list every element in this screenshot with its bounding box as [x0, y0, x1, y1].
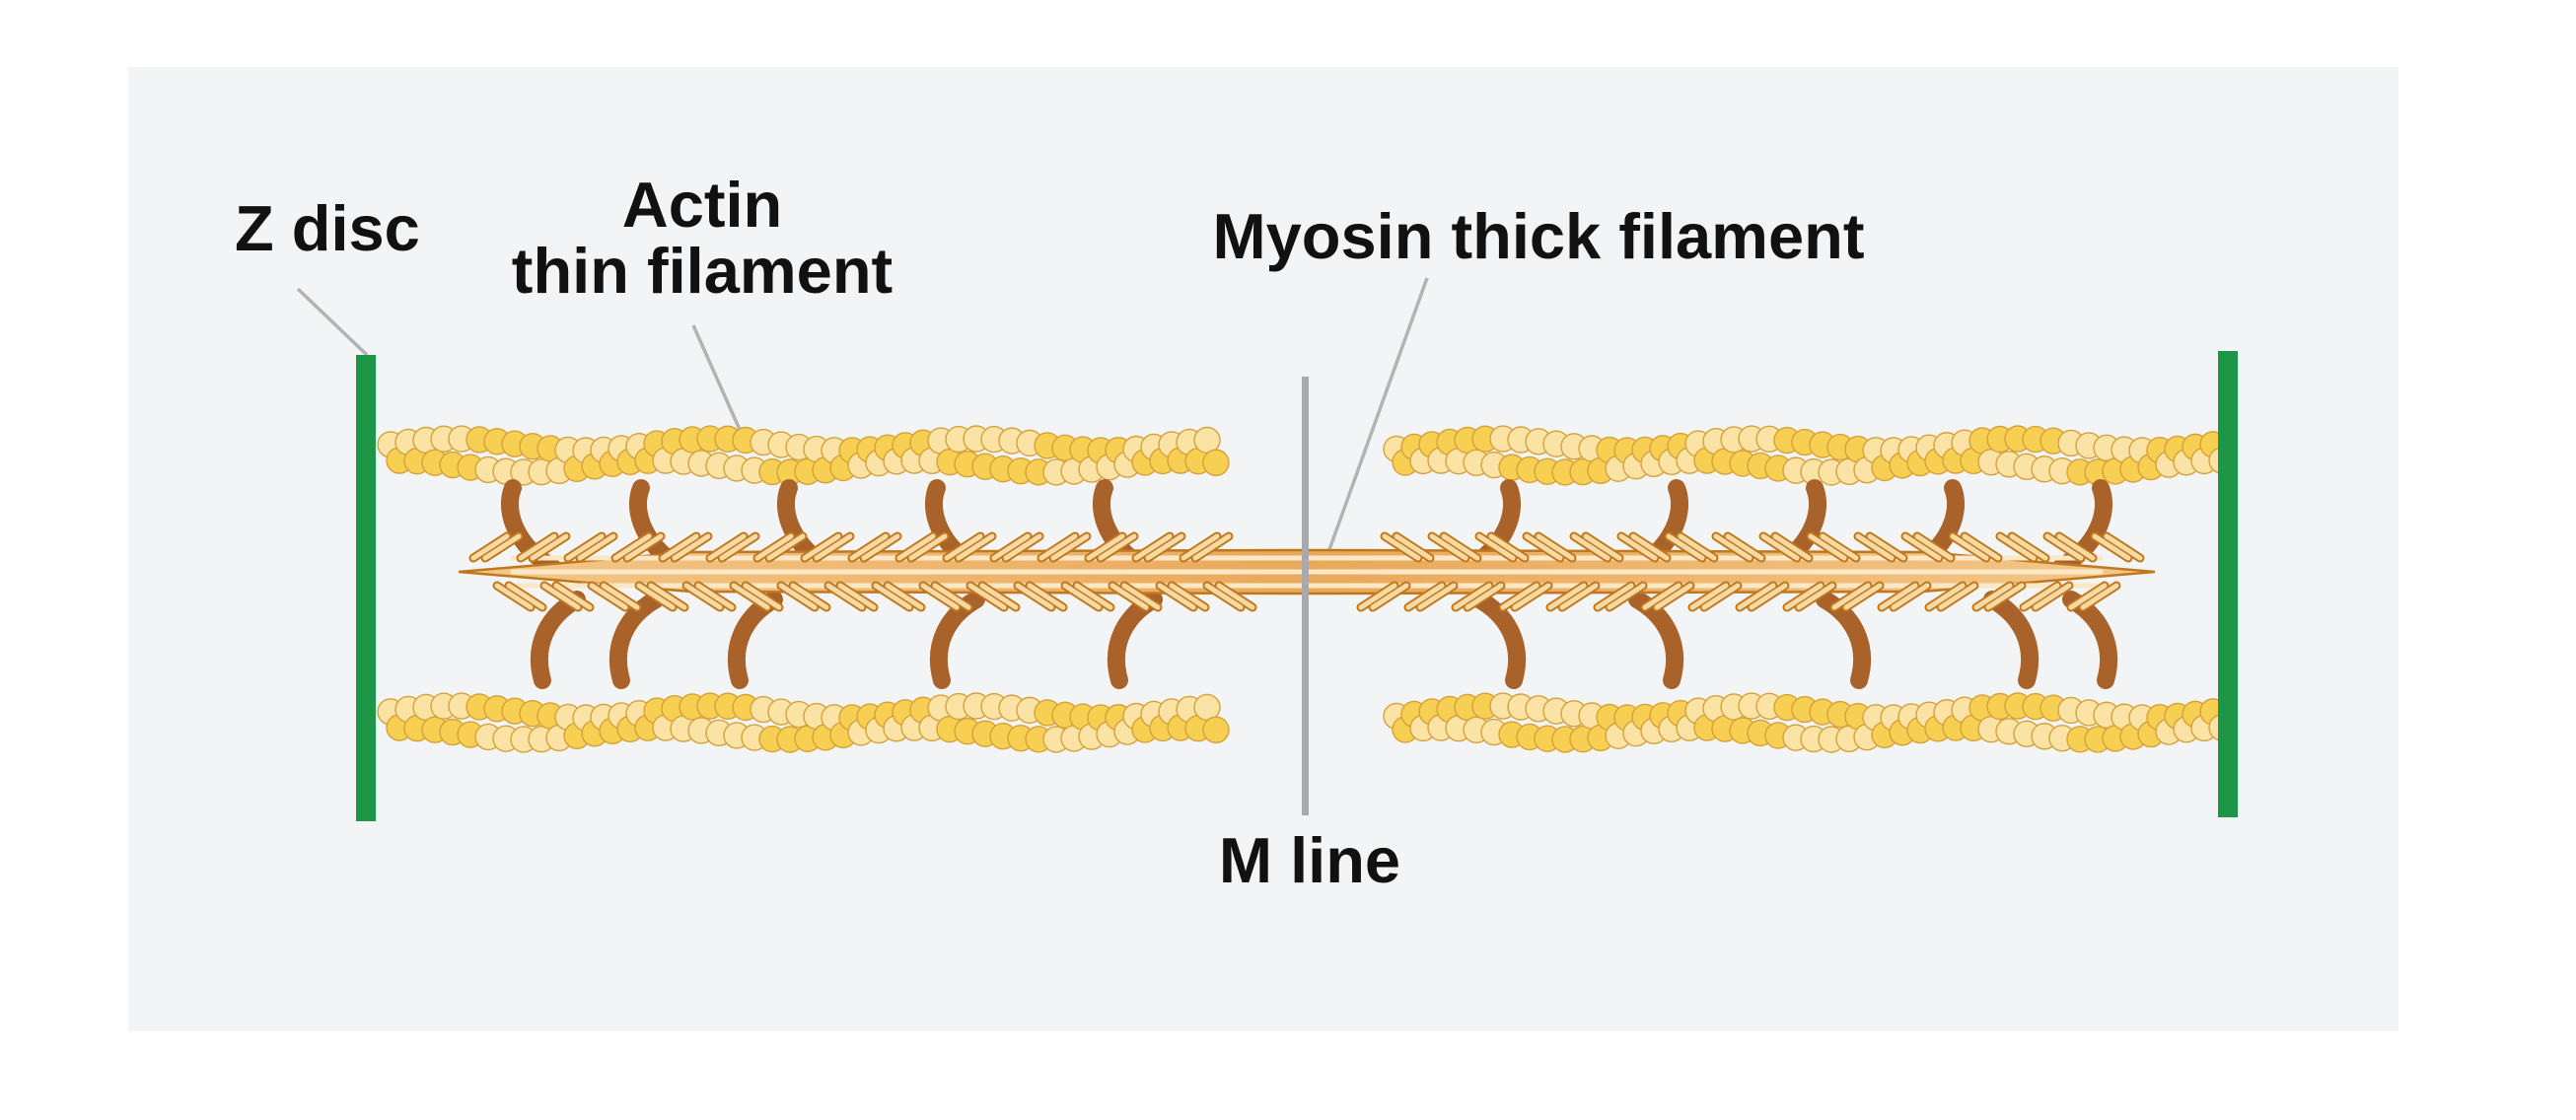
myosin-tail	[825, 583, 877, 610]
myosin-leader	[1325, 277, 1429, 556]
myosin-tail	[896, 533, 948, 561]
actin-filaments	[377, 425, 2236, 753]
myosin-head	[1983, 591, 2039, 689]
myosin-tail	[1784, 583, 1835, 610]
myosin-tail	[1133, 533, 1184, 561]
myosin-tail	[470, 533, 522, 561]
myosin-tail	[1524, 533, 1575, 561]
z-disc-left	[356, 355, 376, 821]
z-disc-right	[2218, 351, 2238, 817]
myosin-tail	[754, 533, 806, 561]
actin-bead	[1193, 693, 1221, 722]
myosin-tail	[636, 583, 687, 610]
myosin-tail	[1181, 533, 1232, 561]
actin-label-line2: thin filament	[512, 235, 893, 307]
myosin-tail	[518, 533, 569, 561]
myosin-head	[608, 591, 665, 689]
actin-bead	[1202, 449, 1230, 476]
myosin-tail	[565, 533, 616, 561]
myosin-tail	[991, 533, 1042, 561]
actin-filament-left-bottom	[377, 692, 1230, 753]
actin-leader	[691, 324, 747, 442]
myosin-tail	[541, 583, 593, 610]
myosin-tail	[1086, 533, 1137, 561]
myosin-tail	[1109, 583, 1161, 610]
myosin-tail	[1571, 533, 1622, 561]
myosin-tail	[1038, 533, 1090, 561]
actin-filament-left-top	[377, 425, 1230, 486]
myosin-tail	[2068, 583, 2119, 610]
leader-lines	[296, 277, 1429, 556]
myosin-tail	[1500, 583, 1551, 610]
myosin-tail	[1973, 583, 2025, 610]
myosin-tail	[1453, 583, 1504, 610]
myosin-tail	[778, 583, 829, 610]
myosin-tail	[1618, 533, 1670, 561]
myosin-tail	[1642, 583, 1693, 610]
myosin-tail	[1405, 583, 1457, 610]
myosin-head	[1470, 591, 1527, 689]
myosin-tail	[873, 583, 924, 610]
myosin-tail	[1950, 533, 2001, 561]
actin-filament-right-top	[1383, 425, 2236, 486]
myosin-tail	[2021, 583, 2072, 610]
myosin-tail	[1595, 583, 1646, 610]
myosin-tail	[1855, 533, 1906, 561]
myosin-tail	[967, 583, 1019, 610]
myosin-tail	[1831, 583, 1883, 610]
myosin-label: Myosin thick filament	[1213, 200, 1865, 272]
myosin-tail	[612, 533, 664, 561]
myosin-tail	[802, 533, 853, 561]
z-disc-leader	[296, 287, 369, 357]
myosin-tail	[731, 583, 782, 610]
myosin-tail	[589, 583, 640, 610]
m-line-label: M line	[1219, 824, 1400, 896]
myosin-tail	[707, 533, 758, 561]
myosin-tail	[1902, 533, 1954, 561]
myosin-tail	[1429, 533, 1480, 561]
myosin-tail	[944, 533, 995, 561]
myosin-tail	[849, 533, 900, 561]
myosin-tail	[1547, 583, 1599, 610]
myosin-tail	[1737, 583, 1788, 610]
myosin-tail	[1926, 583, 1977, 610]
myosin-tail	[1015, 583, 1066, 610]
myosin-tail	[2092, 533, 2143, 561]
myosin-tail	[1689, 583, 1741, 610]
myosin-tail	[920, 583, 971, 610]
myosin-tail	[1382, 533, 1433, 561]
myosin-tail	[1713, 533, 1764, 561]
z-disc-label: Z disc	[235, 192, 420, 264]
m-line	[1302, 377, 1309, 815]
myosin-tail	[2044, 533, 2096, 561]
actin-bead	[1202, 716, 1230, 743]
myosin-tail	[1204, 583, 1255, 610]
myosin-tail	[1358, 583, 1409, 610]
myosin-tail	[1062, 583, 1113, 610]
actin-label-line1: Actin	[622, 169, 783, 241]
myosin-tail	[660, 533, 711, 561]
myosin-tail	[1476, 533, 1528, 561]
myosin-tail	[1997, 533, 2048, 561]
myosin-tail	[1808, 533, 1859, 561]
myosin-tail	[1157, 583, 1208, 610]
actin-bead	[1193, 426, 1221, 455]
myosin-tail	[1760, 533, 1812, 561]
myosin-tail	[1879, 583, 1930, 610]
myosin-tail	[1666, 533, 1717, 561]
myosin-tail	[494, 583, 545, 610]
myosin-tail	[683, 583, 735, 610]
